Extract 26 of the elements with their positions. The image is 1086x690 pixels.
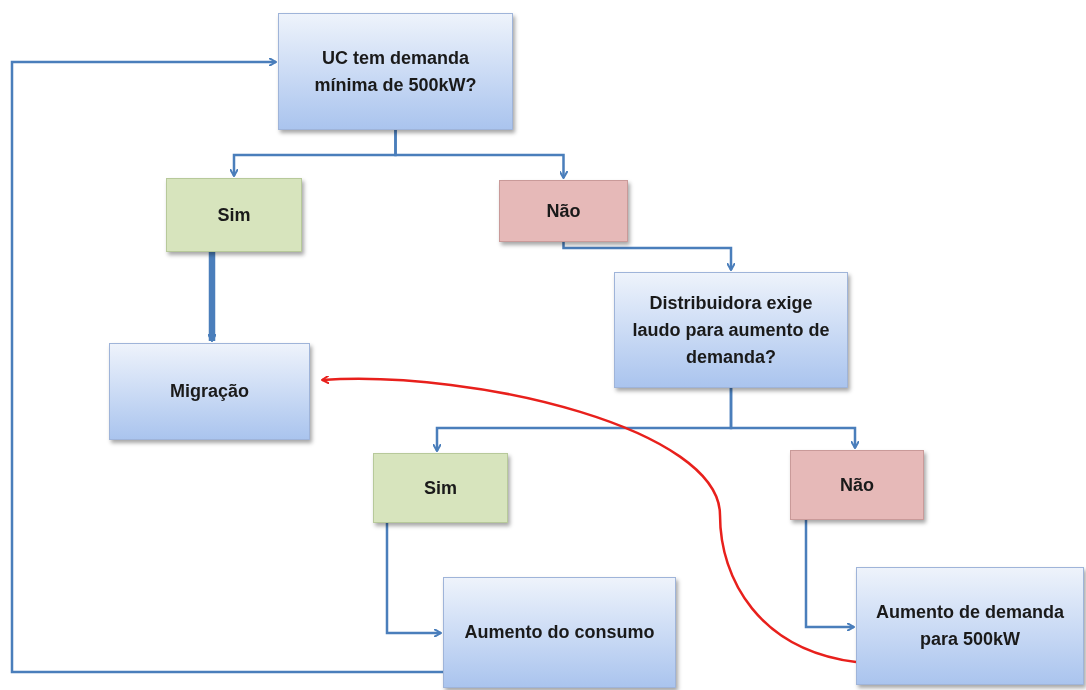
arrow [207,252,217,342]
arrow [10,57,443,674]
node-label: Sim [217,203,251,227]
arrow [321,374,857,664]
node-label: Aumento do consumo [464,621,655,644]
node-label: Distribuidora exige laudo para aumento de demanda? [631,291,831,369]
arrow [729,388,860,449]
node-label: UC tem demanda mínima de 500kW? [313,46,478,97]
process-box [856,567,1084,685]
answer-box [499,180,628,242]
answer-box [166,178,302,252]
node-label: Migração [170,380,249,403]
node-label: Sim [424,476,457,500]
process-box [443,577,676,688]
process-box [109,343,310,440]
node-label: Aumento de demanda para 500kW [875,601,1065,651]
node-label: Não [840,473,874,497]
node-label: Não [546,199,581,223]
process-box [278,13,513,130]
answer-box [790,450,924,520]
process-box [614,272,848,388]
arrow [804,520,855,632]
arrow [394,130,569,179]
arrow [385,523,442,638]
answer-box [373,453,508,523]
arrow [562,242,736,271]
